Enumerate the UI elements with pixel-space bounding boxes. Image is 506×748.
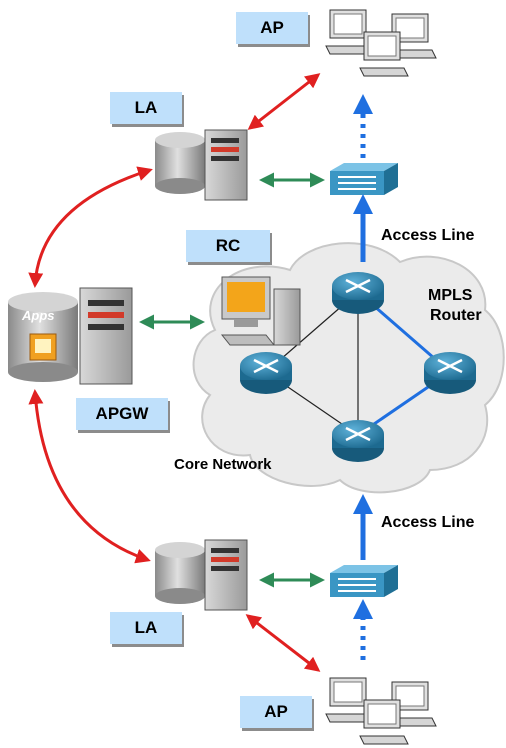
router-icon — [240, 352, 292, 394]
access-line-bottom-text: Access Line — [381, 514, 475, 531]
switch-icon — [330, 565, 398, 597]
core-network-text: Core Network — [174, 456, 272, 473]
switch-icon — [330, 163, 398, 195]
router-icon — [424, 352, 476, 394]
ap-pcs-icon — [325, 9, 437, 77]
ap-pcs-icon — [325, 677, 437, 745]
la-server-icon — [155, 129, 248, 201]
ap-bottom-label: AP — [240, 696, 312, 728]
router-icon — [332, 420, 384, 462]
rc-label: RC — [186, 230, 270, 262]
green-arrows — [139, 172, 325, 588]
apps-text: Apps — [21, 308, 55, 323]
ap-top-label: AP — [236, 12, 308, 44]
mpls-text: MPLS — [428, 287, 473, 304]
la-server-icon — [155, 539, 248, 611]
access-line-top-text: Access Line — [381, 227, 475, 244]
apgw-server-icon — [8, 287, 133, 385]
red-arrows — [28, 73, 321, 672]
core-network-cloud — [192, 242, 505, 494]
la-bottom-label: LA — [110, 612, 182, 644]
rc-workstation-icon — [220, 276, 301, 346]
router-icon — [332, 272, 384, 314]
router-text: Router — [430, 307, 482, 324]
apgw-label: APGW — [76, 398, 168, 430]
la-top-label: LA — [110, 92, 182, 124]
